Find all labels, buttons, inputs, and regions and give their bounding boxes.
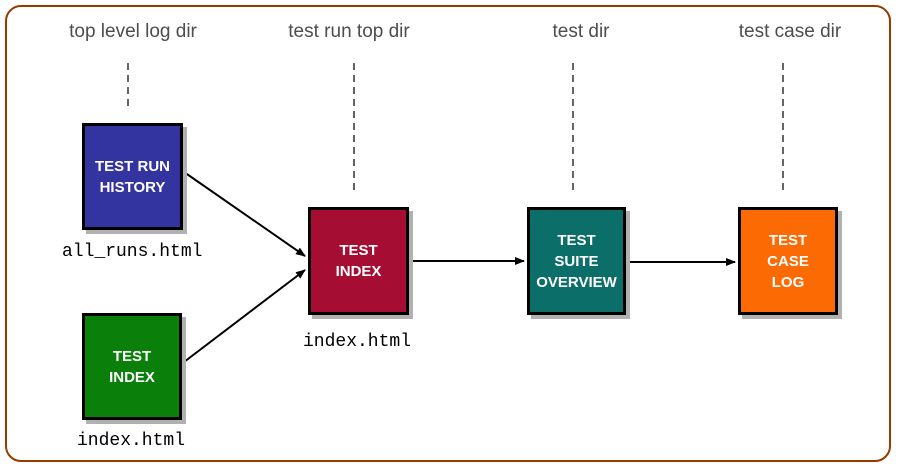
- file-label-index-html-run: index.html: [303, 332, 412, 352]
- node-test-index-toplevel: TEST INDEX: [82, 313, 182, 420]
- file-label-index-html-toplevel: index.html: [77, 431, 186, 451]
- column-header-top-level-log-dir: top level log dir: [69, 21, 197, 42]
- column-header-test-case-dir: test case dir: [738, 21, 842, 42]
- node-test-run-history: TEST RUN HISTORY: [82, 123, 183, 230]
- column-header-test-dir: test dir: [552, 21, 610, 42]
- diagram-frame-border: [5, 5, 891, 462]
- node-test-index-run: TEST INDEX: [308, 207, 409, 315]
- node-test-suite-overview: TEST SUITE OVERVIEW: [527, 207, 626, 315]
- column-header-test-run-top-dir: test run top dir: [288, 21, 410, 42]
- node-test-case-log: TEST CASE LOG: [738, 207, 838, 315]
- file-label-all-runs-html: all_runs.html: [62, 242, 203, 262]
